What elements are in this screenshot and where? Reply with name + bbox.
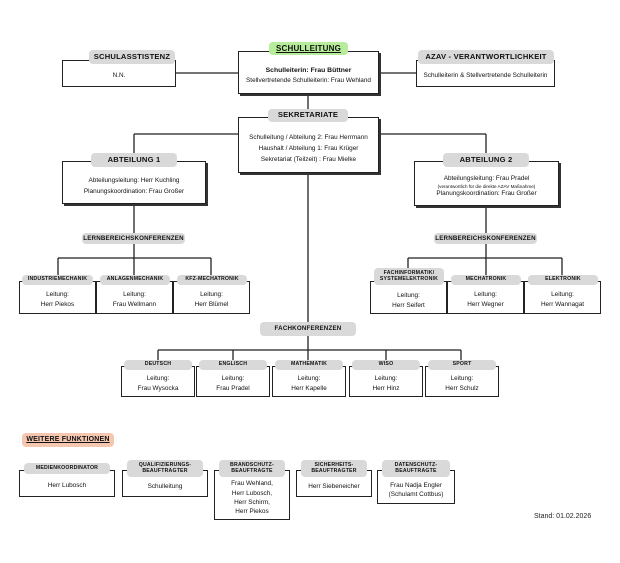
lbk-left-item-1-label: Leitung:: [46, 291, 69, 299]
fach-wiso-person: Herr Hinz: [372, 385, 400, 392]
fach-sport-label: Leitung:: [450, 375, 474, 383]
lbk-left-item-3-title: KFZ-MECHATRONIK: [177, 275, 247, 285]
lbk-right-item-3-person: Herr Wannagat: [540, 301, 585, 308]
abteilung-2-note: (verantwortlich für die direkte AZAV Maß…: [437, 183, 536, 189]
abteilung-2-leitung: Abteilungsleitung: Frau Pradel: [443, 175, 530, 183]
medienkoordinator-box: Herr Lubosch: [19, 470, 115, 497]
fach-wiso-label: Leitung:: [374, 375, 398, 383]
lbk-right-item-2-person: Herr Wegner: [467, 301, 504, 308]
fach-sport-person: Herr Schulz: [445, 385, 479, 392]
fach-item-deutsch: Leitung: Frau Wysocka: [121, 366, 195, 397]
datenschutz-person: Frau Nadja Engler: [390, 481, 442, 489]
medienkoordinator-person: Herr Lubosch: [47, 482, 87, 490]
lbk-right-item-2: Leitung: Herr Wegner: [447, 281, 524, 314]
fach-sport-title: SPORT: [428, 360, 496, 370]
schulassistenz-person: N.N.: [112, 72, 126, 80]
qualifizierung-title: QUALIFIZIERUNGS- BEAUFTRAGTER: [127, 460, 203, 477]
brandschutz-box: Frau Wehland, Herr Lubosch, Herr Schirm,…: [214, 470, 290, 520]
weitere-funktionen-title: WEITERE FUNKTIONEN: [22, 433, 114, 447]
sicherheit-title: SICHERHEITS- BEAUFTRAGTER: [301, 460, 367, 477]
sekretariate-box: Schulleitung / Abteilung 2: Frau Herrman…: [238, 117, 379, 173]
qualifizierung-person: Schulleitung: [147, 482, 183, 490]
lbk-left-item-3: Leitung: Herr Blümel: [173, 281, 250, 314]
schulassistenz-title: SCHULASSTISTENZ: [89, 50, 175, 64]
abteilung-1-planung: Planungskoordination: Frau Großer: [83, 188, 185, 195]
fach-deutsch-person: Frau Wysocka: [137, 385, 179, 392]
azav-title: AZAV - VERANTWORTLICHKEIT: [418, 50, 554, 64]
datenschutz-org: (Schulamt Cottbus): [388, 491, 444, 498]
lbk-right-item-3-label: Leitung:: [551, 291, 574, 299]
fach-item-wiso: Leitung: Herr Hinz: [349, 366, 423, 397]
schulleitung-deputy: Stellvertretende Schulleiterin: Frau Weh…: [246, 77, 371, 85]
lbk-right-item-1-person: Herr Seifert: [392, 301, 425, 309]
fach-item-englisch: Leitung: Frau Pradel: [196, 366, 270, 397]
medienkoordinator-title: MEDIENKOORDINATOR: [24, 463, 110, 474]
lbk-left-item-3-label: Leitung:: [200, 291, 223, 299]
lbk-left-item-1: Leitung: Herr Piekos: [19, 281, 96, 314]
sekretariat-line-2: Haushalt / Abteilung 1: Frau Krüger: [258, 144, 359, 152]
lbk-right-item-3: Leitung: Herr Wannagat: [524, 281, 601, 314]
abteilung-1-title: ABTEILUNG 1: [91, 153, 177, 167]
brandschutz-person-4: Herr Piekos: [235, 508, 269, 516]
sekretariate-title: SEKRETARIATE: [268, 109, 348, 122]
lbk-left-item-2-person: Frau Wellmann: [112, 301, 157, 308]
lbk-right-item-1-title: FACHINFORMATIK/ SYSTEMELEKTRONIK: [374, 268, 444, 285]
sekretariat-line-1: Schulleitung / Abteilung 2: Frau Herrman…: [249, 133, 368, 141]
schulleitung-box: Schulleiterin: Frau Büttner Stellvertret…: [238, 51, 379, 94]
azav-box: Schulleiterin & Stellvertretende Schulle…: [416, 60, 555, 87]
lbk-right-item-3-title: ELEKTRONIK: [528, 275, 598, 285]
abteilung-1-leitung: Abteilungsleitung: Herr Kuchling: [88, 176, 180, 184]
schulassistenz-box: N.N.: [62, 60, 176, 87]
fach-item-mathematik: Leitung: Herr Kapelle: [272, 366, 346, 397]
abteilung-2-title: ABTEILUNG 2: [443, 153, 529, 167]
brandschutz-person-3: Herr Schirm,: [234, 499, 270, 506]
lbk-left-item-2-title: ANLAGENMECHANIK: [100, 275, 170, 285]
schulleitung-leader: Schulleiterin: Frau Büttner: [265, 66, 352, 74]
brandschutz-title: BRANDSCHUTZ- BEAUFTRAGTE: [219, 460, 285, 477]
lbk-left-item-2-label: Leitung:: [123, 291, 146, 299]
lbk-left-item-1-person: Herr Piekos: [40, 301, 75, 308]
fach-mathematik-person: Herr Kapelle: [291, 385, 327, 392]
datenschutz-title: DATENSCHUTZ- BEAUFTRAGTE: [382, 460, 450, 477]
fach-wiso-title: WISO: [352, 360, 420, 370]
abteilung-2-planung: Planungskoordination: Frau Großer: [436, 190, 537, 198]
lbk-right-item-2-title: MECHATRONIK: [451, 275, 521, 285]
azav-persons: Schulleiterin & Stellvertretende Schulle…: [423, 72, 548, 80]
fach-item-sport: Leitung: Herr Schulz: [425, 366, 499, 397]
abteilung-1-box: Abteilungsleitung: Herr Kuchling Planung…: [62, 161, 206, 204]
fach-mathematik-label: Leitung:: [297, 375, 321, 383]
abteilung-2-box: Abteilungsleitung: Frau Pradel (verantwo…: [414, 161, 559, 206]
brandschutz-person-1: Frau Wehland,: [231, 480, 273, 488]
sicherheit-person: Herr Siebeneicher: [308, 482, 360, 490]
sekretariat-line-3: Sekretariat (Teilzeit) : Frau Mielke: [260, 156, 357, 164]
lbk-right-title: LERNBEREICHSKONFERENZEN: [434, 233, 537, 244]
fach-deutsch-title: DEUTSCH: [124, 360, 192, 370]
brandschutz-person-2: Herr Lubosch,: [231, 489, 273, 497]
lbk-left-item-2: Leitung: Frau Wellmann: [96, 281, 173, 314]
fach-englisch-title: ENGLISCH: [199, 360, 267, 370]
lbk-left-title: LERNBEREICHSKONFERENZEN: [82, 233, 185, 244]
fach-deutsch-label: Leitung:: [146, 375, 170, 383]
fachkonferenzen-title: FACHKONFERENZEN: [260, 322, 356, 336]
lbk-right-item-1-label: Leitung:: [397, 291, 420, 299]
schulleitung-title: SCHULLEITUNG: [269, 42, 348, 55]
stand-date: Stand: 01.02.2026: [534, 513, 592, 520]
fach-englisch-label: Leitung:: [221, 375, 245, 383]
lbk-left-item-1-title: INDUSTRIEMECHANIK: [22, 275, 93, 285]
lbk-right-item-1: Leitung: Herr Seifert: [370, 281, 447, 314]
fach-englisch-person: Frau Pradel: [216, 385, 250, 392]
lbk-left-item-3-person: Herr Blümel: [194, 301, 229, 308]
fach-mathematik-title: MATHEMATIK: [275, 360, 343, 370]
lbk-right-item-2-label: Leitung:: [474, 291, 497, 299]
